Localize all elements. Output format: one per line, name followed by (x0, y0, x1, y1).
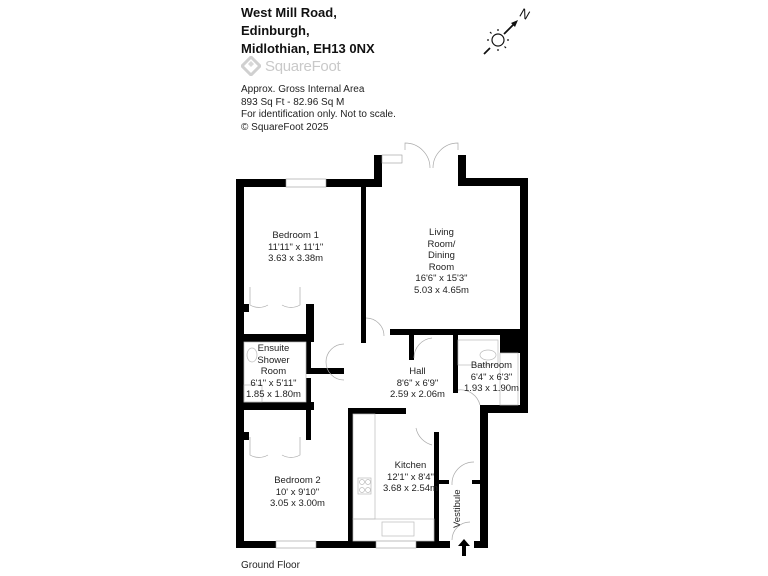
room-size-imperial: 8'6" x 6'9" (396, 377, 439, 389)
info-line-3: For identification only. Not to scale. (241, 109, 396, 120)
room-label-bathroom: Bathroom 6'4" x 6'3" 1.93 x 1.90m (464, 360, 519, 395)
squarefoot-logo-icon (241, 56, 261, 76)
room-size-imperial: 16'6" x 15'3" (415, 273, 468, 284)
squarefoot-logo: SquareFoot (241, 56, 341, 76)
address-line-1: West Mill Road, (241, 5, 337, 20)
room-name: Kitchen (394, 460, 427, 471)
room-label-kitchen: Kitchen 12'1" x 8'4" 3.68 x 2.54m (383, 460, 438, 495)
room-size-metric: 3.05 x 3.00m (270, 498, 325, 509)
room-size-metric: 1.93 x 1.90m (464, 383, 519, 394)
room-label-hall: Hall 8'6" x 6'9" 2.59 x 2.06m (390, 366, 445, 401)
room-label-living-dining: Living Room/ Dining Room 16'6" x 15'3" 5… (414, 227, 469, 296)
room-name-line: Room (260, 366, 287, 377)
property-address: West Mill Road, Edinburgh, Midlothian, E… (241, 4, 375, 58)
room-size-imperial: 6'1" x 5'11" (250, 377, 297, 389)
room-name: Bedroom 1 (272, 230, 319, 241)
info-line-1: Approx. Gross Internal Area (241, 84, 365, 95)
room-size-metric: 3.63 x 3.38m (268, 253, 324, 264)
room-label-bedroom-2: Bedroom 2 10' x 9'10" 3.05 x 3.00m (270, 475, 325, 510)
room-size-imperial: 6'4" x 6'3" (470, 371, 513, 383)
room-name-line: Living (429, 227, 454, 238)
room-size-metric: 1.85 x 1.80m (246, 389, 301, 400)
floor-label: Ground Floor (241, 560, 300, 571)
room-name: Bathroom (470, 360, 513, 371)
room-size-metric: 3.68 x 2.54m (383, 483, 438, 494)
room-label-vestibule: Vestibule (452, 489, 463, 528)
room-size-metric: 5.03 x 4.65m (414, 284, 469, 296)
address-line-2: Edinburgh, (241, 23, 310, 38)
room-label-bedroom-1: Bedroom 1 11'11" x 11'1" 3.63 x 3.38m (268, 230, 323, 265)
room-name-line: Shower (257, 354, 290, 366)
room-size-imperial: 12'1" x 8'4" (387, 471, 434, 483)
room-name: Hall (409, 366, 426, 377)
info-line-2: 893 Sq Ft - 82.96 Sq M (241, 96, 345, 108)
room-size-metric: 2.59 x 2.06m (390, 389, 445, 400)
room-name: Bedroom 2 (274, 475, 321, 486)
room-name-line: Dining (427, 250, 455, 261)
room-label-ensuite: Ensuite Shower Room 6'1" x 5'11" 1.85 x … (246, 343, 301, 401)
room-name-line: Room/ (427, 238, 456, 250)
room-size-imperial: 10' x 9'10" (275, 486, 320, 498)
area-info: Approx. Gross Internal Area 893 Sq Ft - … (241, 84, 396, 134)
room-name-line: Room (428, 261, 455, 273)
logo-text: SquareFoot (265, 57, 341, 75)
room-size-imperial: 11'11" x 11'1" (268, 241, 324, 253)
compass-north-sun-icon: N (483, 5, 533, 55)
room-name-line: Ensuite (257, 343, 290, 354)
info-line-4: © SquareFoot 2025 (241, 121, 329, 133)
address-line-3: Midlothian, EH13 0NX (241, 41, 375, 56)
